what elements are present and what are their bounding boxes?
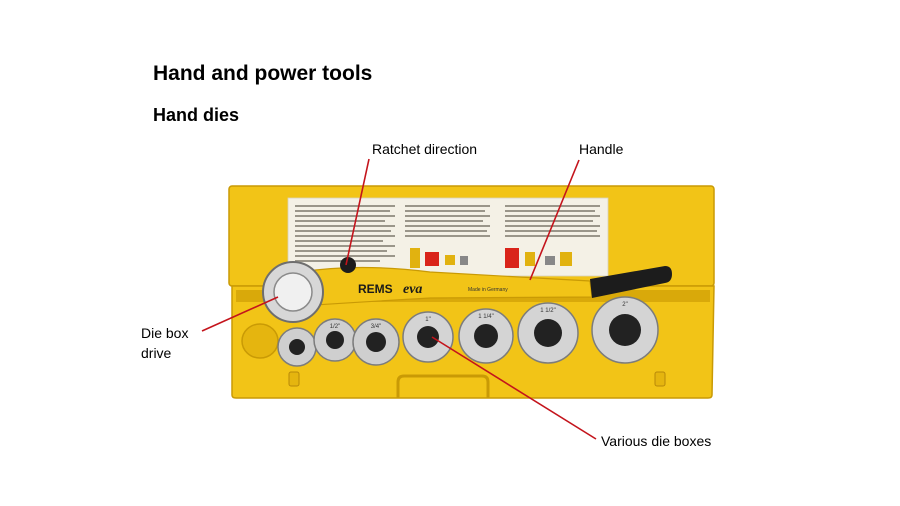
die-box: 1 1/4" [458,308,514,364]
die-box: 1" [402,311,454,363]
slide-subtitle: Hand dies [153,105,240,125]
die-size-label: 1 1/4" [478,314,493,320]
ratchet-handle [262,257,672,323]
die-size-label: 1/2" [330,324,340,330]
various-callout-line [431,336,597,440]
brand-logo: REMS [358,282,393,296]
origin-mark: Made in Germany [468,287,508,293]
handle-callout-line [529,159,580,281]
die-size-label: 3/4" [371,324,381,330]
die-box: 1/2" [313,318,357,362]
model-logo: eva [403,282,422,297]
die-box-callout-line [201,296,279,332]
die-box: 3/4" [352,318,400,366]
slide-title: Hand and power tools [153,62,373,85]
handle-label: Handle [579,141,624,157]
callout-lines [201,158,597,440]
die-box-drive-line1: Die box [141,325,189,341]
ratchet-direction-label: Ratchet direction [372,141,478,157]
die-size-label: 1 1/2" [540,308,555,314]
die-size-label: 1" [425,317,430,323]
die-box [277,327,317,367]
die-box-drive-line2: drive [141,345,172,361]
die-boxes: 1/2" 3/4" 1" 1 1/4" 1 1/2" 2" [277,296,659,367]
ratchet-callout-line [345,158,370,266]
die-size-label: 2" [622,302,627,308]
die-box: 1 1/2" [517,302,579,364]
die-box-drive-label: Die box drive [141,323,201,363]
die-box: 2" [591,296,659,364]
various-die-boxes-label: Various die boxes [601,433,712,449]
